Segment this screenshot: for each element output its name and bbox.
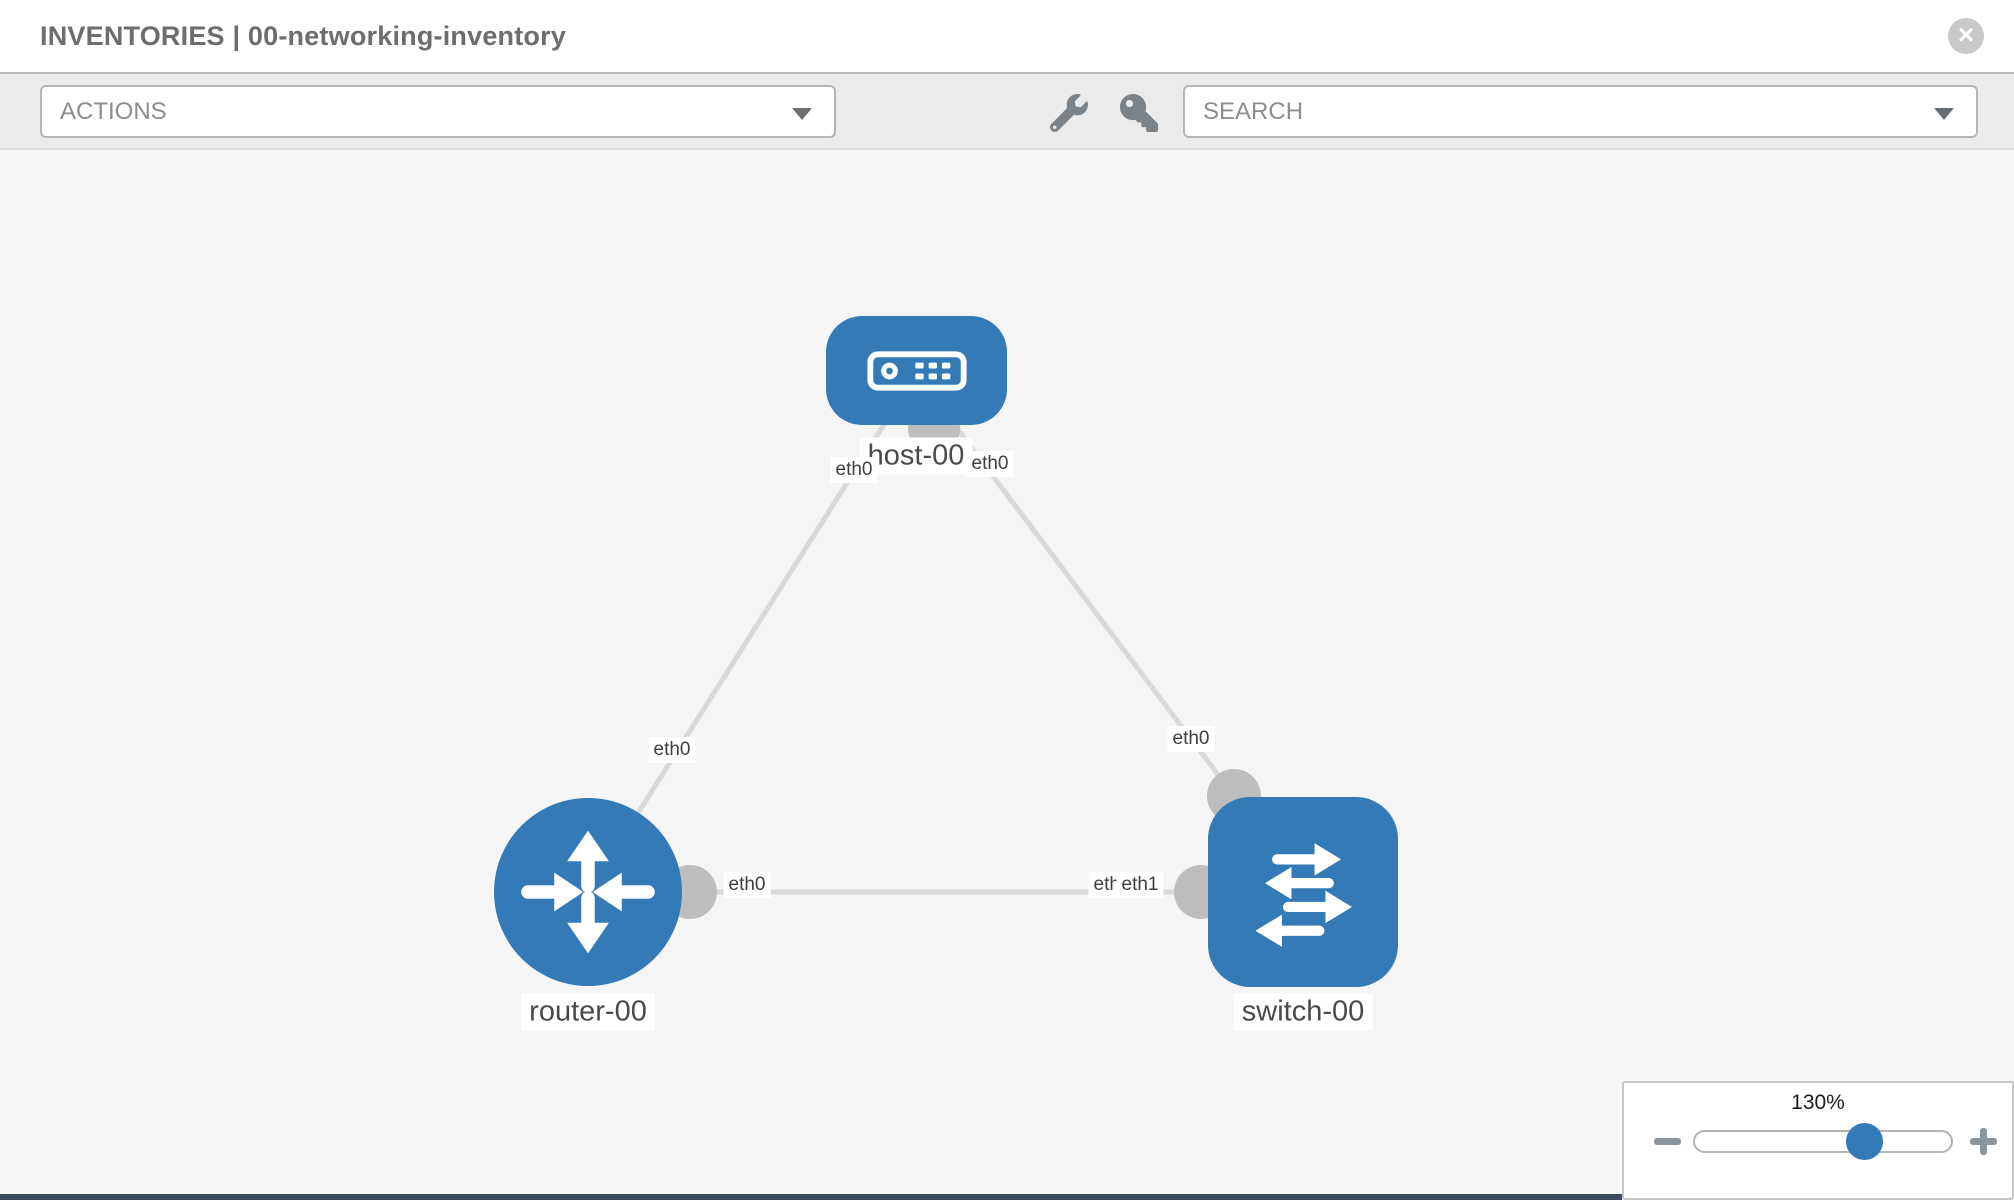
search-dropdown-label: SEARCH [1203, 98, 1304, 125]
iface-label-switch-eth0: eth0 [1167, 726, 1215, 752]
chevron-down-icon [1934, 108, 1954, 120]
host-icon [866, 350, 967, 391]
footer-strip [0, 1194, 1622, 1200]
links-layer [585, 372, 1303, 895]
switch-icon [1255, 843, 1352, 947]
iface-label-host-eth0-right: eth0 [966, 451, 1014, 477]
header: INVENTORIES | 00-networking-inventory × [0, 0, 2014, 74]
node-label-router: router-00 [521, 993, 655, 1031]
zoom-out-minus-icon[interactable] [1654, 1138, 1681, 1145]
actions-dropdown[interactable]: ACTIONS [40, 85, 836, 138]
node-router-00[interactable] [494, 798, 682, 986]
actions-dropdown-label: ACTIONS [60, 98, 167, 125]
zoom-panel: 130% [1622, 1081, 2014, 1200]
zoom-slider-track[interactable] [1693, 1130, 1953, 1153]
iface-label-router-eth0: eth0 [723, 872, 771, 898]
node-label-switch: switch-00 [1233, 993, 1373, 1031]
wrench-icon[interactable] [1049, 94, 1088, 133]
topology-canvas[interactable]: host-00 router-00 switch-00 eth0 eth0 et… [0, 150, 2014, 1200]
iface-label-switch-eth1: eth1 [1116, 872, 1164, 898]
toolbar: ACTIONS SEARCH [0, 74, 2014, 150]
zoom-value: 130% [1791, 1091, 1845, 1114]
router-icon [521, 830, 655, 954]
zoom-in-plus-icon[interactable] [1970, 1128, 1997, 1155]
iface-label-host-eth0-left: eth0 [830, 457, 878, 483]
node-switch-00[interactable] [1208, 797, 1398, 987]
node-label-host: host-00 [859, 437, 973, 475]
node-host-00[interactable] [826, 316, 1007, 425]
zoom-slider-thumb[interactable] [1846, 1123, 1883, 1160]
page-title: INVENTORIES | 00-networking-inventory [40, 21, 567, 51]
iface-label-router-eth0-top: eth0 [648, 737, 696, 763]
chevron-down-icon [792, 108, 812, 120]
search-dropdown[interactable]: SEARCH [1183, 85, 1978, 138]
key-icon[interactable] [1120, 94, 1158, 132]
close-icon[interactable]: × [1948, 18, 1984, 54]
